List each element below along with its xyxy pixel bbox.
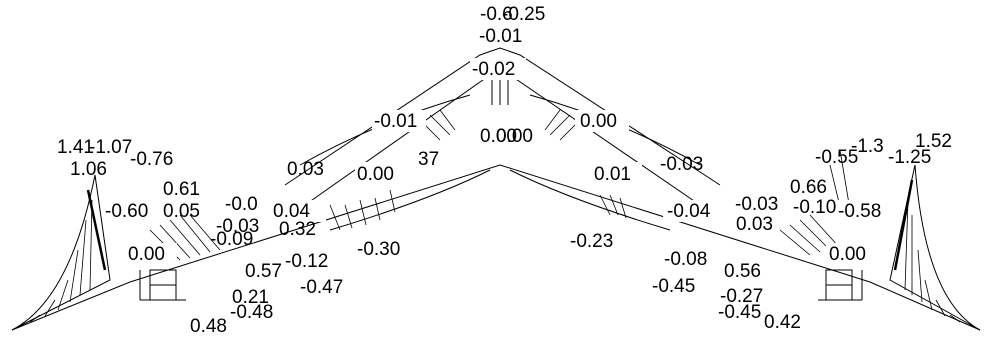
rafter-line [129, 164, 871, 283]
label-backgrounds [103, 27, 885, 265]
value-label: 0.03 [287, 159, 324, 180]
value-label: -0.58 [838, 201, 881, 222]
value-label: 0.00 [480, 126, 517, 147]
value-label: -0.27 [720, 286, 763, 307]
value-label: -0.03 [735, 194, 778, 215]
value-label: 0.00 [580, 111, 617, 132]
value-label: -0.03 [660, 154, 703, 175]
value-label: -0.12 [285, 251, 328, 272]
value-label: 0.48 [190, 316, 227, 337]
right-eave-moment [889, 164, 981, 331]
value-label: 0.00 [128, 244, 165, 265]
value-label: -0.01 [479, 26, 522, 47]
value-label: -0.45 [652, 276, 695, 297]
value-label: 0.66 [790, 177, 827, 198]
value-label: -0.48 [230, 302, 273, 323]
value-label: 0.42 [764, 312, 801, 333]
value-label: -0.10 [793, 197, 836, 218]
value-label: -0.09 [210, 229, 253, 250]
value-label: -0.25 [502, 4, 545, 25]
value-label: -0.60 [105, 201, 148, 222]
right-rafter-moment [509, 94, 851, 256]
left-eave-moment [11, 174, 111, 331]
frame-structure [11, 164, 981, 331]
value-label: -1.07 [89, 137, 132, 158]
value-label: -0.45 [718, 302, 761, 323]
value-label: 0.03 [736, 214, 773, 235]
value-label: 1.52 [915, 131, 952, 152]
value-label: 0.00 [496, 126, 533, 147]
value-label: 37 [418, 149, 439, 170]
value-label: -0.02 [472, 59, 515, 80]
value-label: 1.06 [70, 159, 107, 180]
right-eave-line [869, 281, 981, 331]
value-label: -0.04 [667, 201, 711, 222]
left-support-icon [139, 269, 186, 301]
value-label: 0.57 [245, 261, 282, 282]
value-label: -0.47 [300, 277, 343, 298]
value-label: -0.0 [225, 194, 258, 215]
value-label: 0.21 [232, 287, 269, 308]
value-label: 1.41 [57, 137, 94, 158]
value-label: -1.3 [851, 136, 884, 157]
value-label: -0.08 [664, 249, 707, 270]
value-label: -0.01 [374, 111, 417, 132]
value-label: -0.76 [130, 149, 173, 170]
moment-value-labels: -0.6 -0.25 -0.01 -0.02 -0.01 0.00 0.00 -… [57, 4, 952, 337]
value-label: -1.25 [888, 147, 931, 168]
value-label: 0.56 [724, 261, 761, 282]
left-eave-line [11, 281, 131, 331]
value-label: 0.05 [163, 201, 200, 222]
value-label: 0.32 [279, 219, 316, 240]
value-label: 0.00 [357, 164, 394, 185]
value-label: -0.55 [815, 147, 858, 168]
value-label: -0.23 [570, 231, 613, 252]
value-label: 0.00 [829, 244, 866, 265]
right-support-icon [818, 269, 863, 301]
value-label: 0.04 [273, 201, 310, 222]
value-label: -0.30 [357, 239, 400, 260]
value-label: -0.03 [216, 216, 259, 237]
value-label: -0.6 [480, 4, 513, 25]
value-label: 0.01 [594, 164, 631, 185]
value-label: 0.61 [163, 179, 200, 200]
